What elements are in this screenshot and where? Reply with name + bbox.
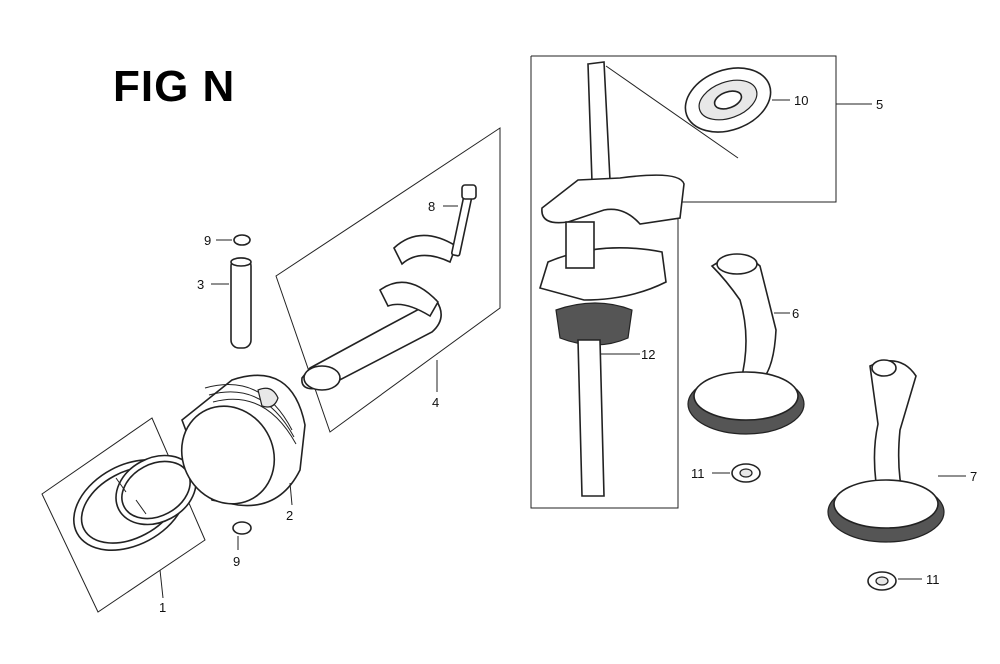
- callout-10: 10: [794, 93, 808, 108]
- piston-pin-end: [230, 257, 252, 267]
- crankshaft-pto: [577, 339, 605, 497]
- balancer-6-group: 6 11: [687, 253, 805, 483]
- balancer-7-top: [871, 359, 897, 377]
- rod-cap: [393, 234, 457, 266]
- oil-seal-7-bore: [875, 576, 889, 586]
- ring-gap-lines: [115, 477, 147, 515]
- balancer-7-gear-face: [833, 479, 939, 529]
- piston-pin-group: 3 9 9: [197, 233, 252, 569]
- pin-clip-top: [233, 234, 251, 246]
- bearing-bore: [713, 90, 743, 110]
- callout-3: 3: [197, 277, 204, 292]
- piston-ring-grooves: [204, 384, 297, 445]
- callout-6: 6: [792, 306, 799, 321]
- oil-seal-6-bore: [739, 468, 753, 478]
- balancer-6-gear-face: [693, 371, 799, 421]
- leader-2: [289, 482, 293, 506]
- piston-rings-frame: [41, 417, 206, 613]
- leader-1: [159, 569, 164, 599]
- rod-bolt-head: [461, 184, 477, 200]
- piston-crown: [180, 405, 276, 505]
- crankshaft-assy-group: 5 10 12: [530, 55, 883, 509]
- callout-8: 8: [428, 199, 435, 214]
- callout-7: 7: [970, 469, 977, 484]
- rod-small-end: [303, 365, 341, 391]
- crankshaft-gear: [555, 302, 633, 346]
- balancer-7-weight: [869, 360, 917, 507]
- crank-pin: [565, 221, 595, 269]
- crankshaft-taper: [587, 61, 611, 183]
- pin-clip-bottom: [232, 521, 252, 535]
- callout-11a: 11: [691, 466, 705, 481]
- connecting-rod-beam: [301, 298, 442, 390]
- connecting-rod-group: 8 4: [275, 127, 501, 433]
- callout-9a: 9: [204, 233, 211, 248]
- bearing-guide-line: [605, 65, 739, 159]
- rod-bolt: [451, 191, 473, 257]
- balancer-6-weight: [710, 256, 777, 385]
- callout-12: 12: [641, 347, 655, 362]
- crank-web-upper: [541, 174, 685, 225]
- piston-rings-group: 1: [41, 417, 206, 615]
- callout-4: 4: [432, 395, 439, 410]
- piston-pin-boss: [257, 387, 279, 408]
- figure-title: FIG N: [113, 62, 236, 111]
- rod-big-end: [378, 281, 439, 318]
- balancer-6-top: [716, 253, 758, 275]
- callout-9b: 9: [233, 554, 240, 569]
- crank-web-lower: [538, 246, 667, 301]
- piston-pin: [230, 257, 252, 349]
- callout-5: 5: [876, 97, 883, 112]
- callout-1: 1: [159, 600, 166, 615]
- piston-group: 2: [180, 374, 306, 523]
- balancer-7-group: 7 11: [827, 359, 977, 591]
- callout-11b: 11: [926, 572, 940, 587]
- callout-2: 2: [286, 508, 293, 523]
